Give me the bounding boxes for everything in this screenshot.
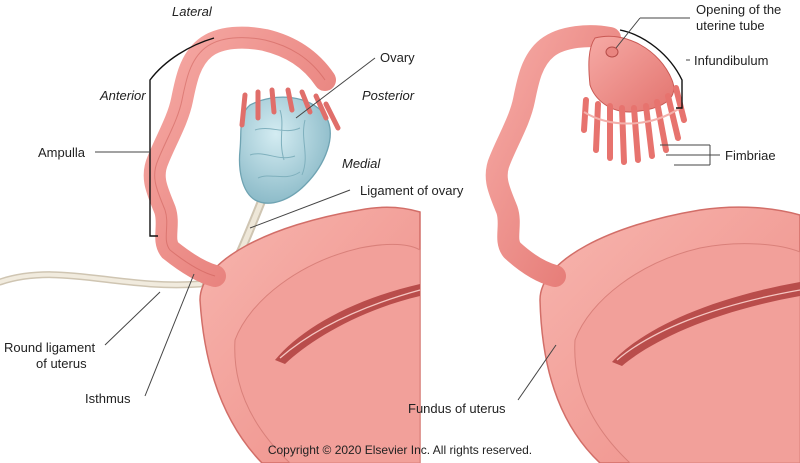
- infundibulum-bracket: [619, 29, 683, 109]
- copyright: Copyright © 2020 Elsevier Inc. All right…: [268, 443, 532, 457]
- ovary-shape: [238, 96, 331, 204]
- ampulla-bracket: [149, 37, 215, 237]
- label-fundus: Fundus of uterus: [408, 401, 506, 416]
- label-infundibulum: Infundibulum: [694, 53, 768, 68]
- label-ligament-of-ovary: Ligament of ovary: [360, 183, 464, 198]
- label-posterior: Posterior: [362, 88, 415, 103]
- label-opening-1: Opening of the: [696, 2, 781, 17]
- label-opening-2: uterine tube: [696, 18, 765, 33]
- label-ampulla: Ampulla: [38, 145, 86, 160]
- label-round-ligament-1: Round ligament: [4, 340, 95, 355]
- left-figure: [0, 26, 421, 463]
- tube-opening: [605, 46, 619, 58]
- label-anterior: Anterior: [99, 88, 146, 103]
- fimbriae-right: [581, 85, 687, 165]
- right-figure: [485, 25, 800, 463]
- infundibulum-shape: [588, 35, 675, 113]
- label-ovary: Ovary: [380, 50, 415, 65]
- fimbriae-left: [239, 87, 341, 131]
- label-fimbriae: Fimbriae: [725, 148, 776, 163]
- uterine-cavity-left: [275, 284, 420, 364]
- uterine-cavity-right: [612, 282, 800, 366]
- label-medial: Medial: [342, 156, 381, 171]
- uterine-tube-right: [485, 25, 621, 287]
- label-lateral: Lateral: [172, 4, 213, 19]
- label-isthmus: Isthmus: [85, 391, 131, 406]
- leader-lines: [95, 17, 720, 401]
- label-round-ligament-2: of uterus: [36, 356, 87, 371]
